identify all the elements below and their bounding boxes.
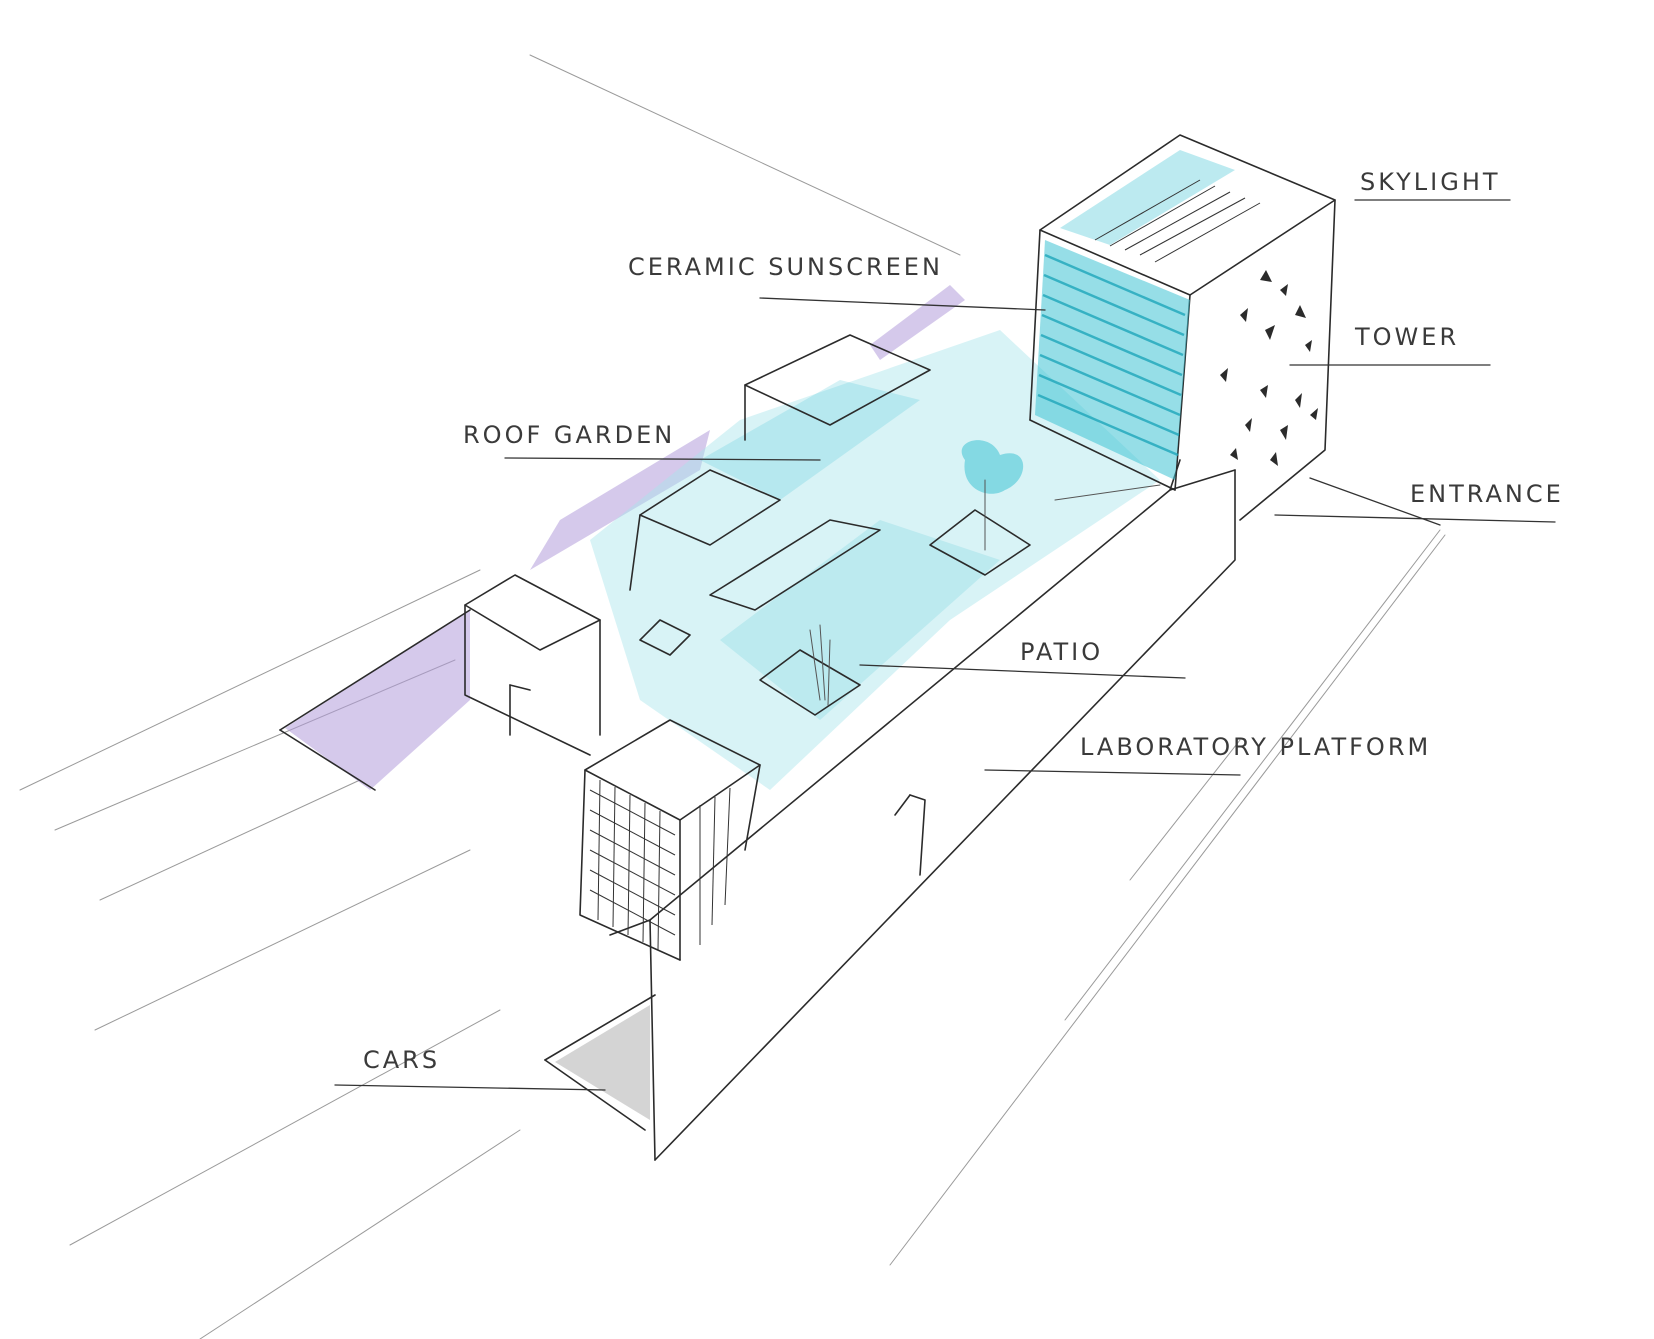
cars-ramp bbox=[544, 994, 656, 1131]
violet-shadow bbox=[279, 285, 965, 791]
label-laboratory-platform: LABORATORY PLATFORM bbox=[1080, 733, 1431, 761]
label-roof-garden: ROOF GARDEN bbox=[463, 421, 675, 449]
label-patio: PATIO bbox=[1020, 638, 1103, 666]
tower-volume bbox=[1029, 134, 1336, 521]
label-ceramic-sunscreen: CERAMIC SUNSCREEN bbox=[628, 253, 943, 281]
roof-pavilions bbox=[464, 334, 931, 756]
annotation-labels: SKYLIGHT CERAMIC SUNSCREEN TOWER ROOF GA… bbox=[363, 168, 1564, 1074]
label-cars: CARS bbox=[363, 1046, 440, 1074]
label-skylight: SKYLIGHT bbox=[1360, 168, 1501, 196]
leader-lines bbox=[334, 199, 1556, 1091]
patio-voids bbox=[639, 440, 1031, 716]
label-tower: TOWER bbox=[1354, 323, 1459, 351]
label-entrance: ENTRANCE bbox=[1410, 480, 1564, 508]
front-grid-box bbox=[579, 719, 761, 961]
laboratory-platform-volume bbox=[609, 459, 1236, 1161]
roof-garden-wash bbox=[590, 330, 1160, 790]
ground-perspective-lines bbox=[19, 54, 1446, 1339]
